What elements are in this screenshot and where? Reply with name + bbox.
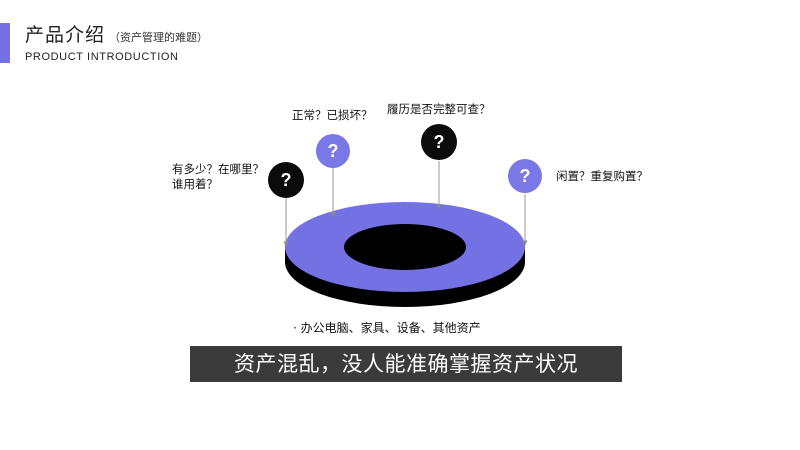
question-mark-icon: ?	[268, 162, 304, 198]
question-idle: 闲置？重复购置？	[556, 169, 648, 183]
accent-bar	[0, 23, 10, 63]
page-title: 产品介绍	[25, 24, 106, 46]
question-condition: 正常？已损坏？	[292, 108, 373, 122]
page-title-english: PRODUCT INTRODUCTION	[25, 51, 179, 63]
page-title-group: 产品介绍 （资产管理的难题）	[25, 20, 208, 47]
question-usage-line2: 谁用着？	[172, 177, 218, 191]
caption-banner: 资产混乱，没人能准确掌握资产状况	[190, 346, 622, 382]
question-usage-line1: 有多少？在哪里？	[172, 162, 264, 176]
ring-top	[284, 201, 526, 293]
page-subtitle: （资产管理的难题）	[109, 31, 209, 44]
asset-types-note: · 办公电脑、家具、设备、其他资产	[293, 321, 481, 335]
question-mark-icon: ?	[316, 134, 350, 168]
question-history: 履历是否完整可查？	[387, 102, 491, 116]
question-mark-icon: ?	[421, 124, 457, 160]
question-mark-icon: ?	[508, 159, 542, 193]
question-usage: 有多少？在哪里？ 谁用着？	[172, 162, 264, 192]
